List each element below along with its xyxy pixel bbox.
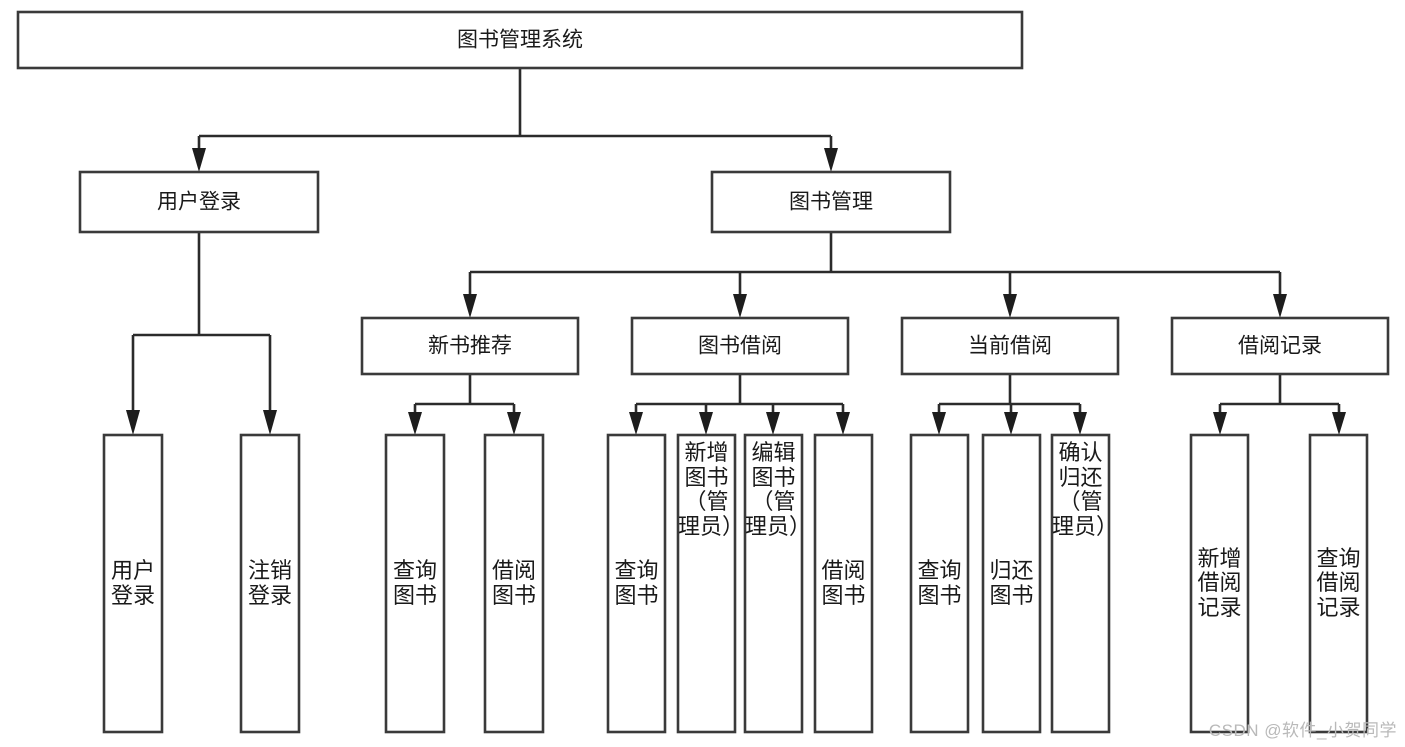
- node-box-leaf-add-borrow-record[interactable]: [1189, 433, 1250, 734]
- node-box-leaf-query-borrow-record[interactable]: [1308, 433, 1369, 734]
- node-label-current-borrow: 当前借阅: [968, 335, 1052, 358]
- arrow-to-current-borrow: [1003, 294, 1017, 318]
- arrow-recommend-leaf-1: [408, 412, 422, 435]
- arrow-current-leaf-1: [932, 412, 946, 435]
- node-box-current-borrow[interactable]: [900, 316, 1120, 376]
- node-box-leaf-edit-book-admin[interactable]: [743, 433, 804, 734]
- node-label-user-login: 用户登录: [157, 191, 241, 214]
- arrow-root-to-book-management: [824, 148, 838, 172]
- arrow-records-leaf-2: [1332, 412, 1346, 435]
- node-box-borrow-records[interactable]: [1170, 316, 1390, 376]
- arrow-borrow-leaf-1: [629, 412, 643, 435]
- csdn-watermark: CSDN @软件_小贺同学: [1208, 721, 1397, 740]
- node-label-root: 图书管理系统: [457, 29, 583, 52]
- node-box-leaf-user-login[interactable]: [102, 433, 164, 734]
- arrow-to-new-book-recommend: [463, 294, 477, 318]
- arrow-records-leaf-1: [1213, 412, 1227, 435]
- node-box-leaf-add-book-admin[interactable]: [676, 433, 737, 734]
- node-box-book-management[interactable]: [710, 170, 952, 234]
- node-box-leaf-query-books-borrow[interactable]: [606, 433, 667, 734]
- node-box-leaf-borrow-books-recommend[interactable]: [483, 433, 545, 734]
- node-label-borrow-records: 借阅记录: [1238, 335, 1322, 358]
- arrow-user-login-leaf-2: [263, 410, 277, 435]
- node-label-new-book-recommend: 新书推荐: [428, 335, 512, 358]
- arrow-current-leaf-2: [1004, 412, 1018, 435]
- arrow-to-borrow-records: [1273, 294, 1287, 318]
- node-box-leaf-borrow-book[interactable]: [813, 433, 874, 734]
- node-box-leaf-confirm-return-admin[interactable]: [1050, 433, 1111, 734]
- arrow-borrow-leaf-2: [699, 412, 713, 435]
- node-box-leaf-return-book[interactable]: [981, 433, 1042, 734]
- node-box-leaf-query-books-recommend[interactable]: [384, 433, 446, 734]
- connector-layer: [126, 68, 1346, 435]
- arrow-recommend-leaf-2: [507, 412, 521, 435]
- node-box-book-borrow[interactable]: [630, 316, 850, 376]
- arrow-borrow-leaf-4: [836, 412, 850, 435]
- node-box-root[interactable]: [16, 10, 1024, 70]
- arrow-root-to-user-login: [192, 148, 206, 172]
- node-label-book-management: 图书管理: [789, 191, 873, 214]
- node-box-leaf-logout-login[interactable]: [239, 433, 301, 734]
- arrow-borrow-leaf-3: [766, 412, 780, 435]
- node-box-new-book-recommend[interactable]: [360, 316, 580, 376]
- node-box-leaf-query-books-current[interactable]: [909, 433, 970, 734]
- arrow-to-book-borrow: [733, 294, 747, 318]
- node-label-book-borrow: 图书借阅: [698, 335, 782, 358]
- node-box-user-login[interactable]: [78, 170, 320, 234]
- arrow-current-leaf-3: [1073, 412, 1087, 435]
- arrow-user-login-leaf-1: [126, 410, 140, 435]
- node-layer: 图书管理系统 用户登录 图书管理 新书推荐 图书借阅 当前借阅 借阅记录: [16, 10, 1390, 734]
